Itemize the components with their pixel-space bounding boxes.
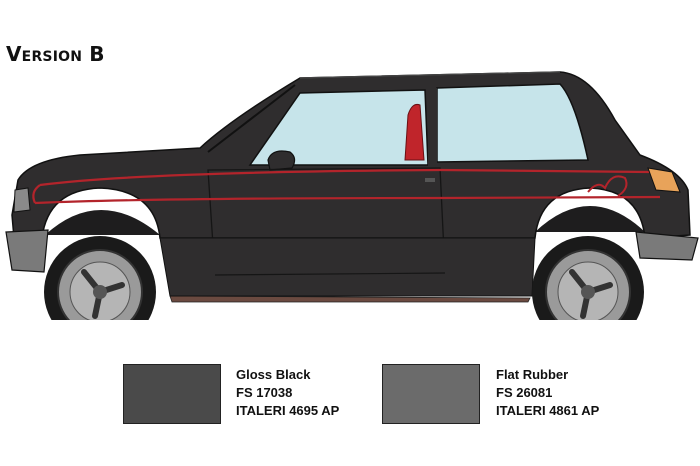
front-window xyxy=(248,89,429,166)
rear-wheel xyxy=(532,236,644,348)
front-light xyxy=(13,187,31,213)
paint-info-gloss-black: Gloss Black FS 17038 ITALERI 4695 AP xyxy=(236,366,339,420)
front-bumper xyxy=(5,229,49,273)
red-stripe-lower xyxy=(34,195,661,205)
paint-fs-code: FS 26081 xyxy=(496,385,553,400)
paint-name: Flat Rubber xyxy=(496,367,569,382)
front-wheel xyxy=(44,236,156,348)
rocker-sill xyxy=(169,295,531,303)
rear-window xyxy=(436,83,589,163)
red-seat xyxy=(404,104,425,161)
paint-swatch-flat-rubber xyxy=(382,364,480,424)
paint-italeri-code: ITALERI 4695 AP xyxy=(236,403,340,418)
car-illustration xyxy=(0,60,700,348)
side-mirror xyxy=(267,150,296,171)
paint-info-flat-rubber: Flat Rubber FS 26081 ITALERI 4861 AP xyxy=(496,366,599,420)
alpine-decal xyxy=(587,175,628,197)
rear-bumper xyxy=(635,231,699,261)
paint-swatch-gloss-black xyxy=(123,364,221,424)
paint-italeri-code: ITALERI 4861 AP xyxy=(496,403,600,418)
version-title: Version B xyxy=(6,42,105,66)
front-wheel-arch xyxy=(45,210,160,235)
red-stripe-upper xyxy=(39,168,651,187)
door-handle xyxy=(425,178,435,182)
paint-fs-code: FS 17038 xyxy=(236,385,293,400)
tail-light xyxy=(647,167,681,193)
rear-wheel-arch xyxy=(535,206,645,232)
car-side-profile-icon xyxy=(5,71,699,348)
paint-name: Gloss Black xyxy=(236,367,311,382)
